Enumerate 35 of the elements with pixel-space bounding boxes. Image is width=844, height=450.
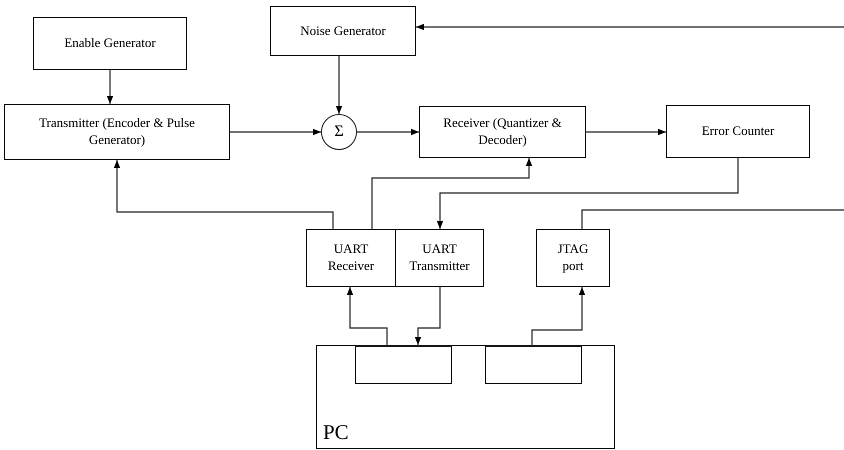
computer-box (316, 345, 615, 449)
arrow (106, 70, 114, 104)
arrow (416, 24, 844, 30)
block-box (666, 105, 810, 158)
block-label: Receiver (Quantizer & Decoder) (442, 115, 563, 149)
block-label: Transmitter (Encoder & Pulse Generator) (38, 115, 196, 149)
block-label: UART Transmitter (408, 241, 471, 275)
block-box (270, 6, 416, 56)
block-box (536, 229, 610, 287)
block-label: Enable Generator (64, 35, 156, 52)
line (581, 209, 844, 229)
block-label: JTAG port (556, 241, 590, 275)
block-label: Noise Generator (300, 22, 386, 40)
block-label: Error Counter (702, 123, 774, 140)
arrow (346, 287, 388, 345)
arrow (336, 56, 342, 114)
arrow (371, 158, 532, 229)
sigma-symbol: Σ (334, 122, 344, 142)
block-box (4, 104, 230, 160)
summing-junction-circle (321, 114, 357, 150)
arrow (114, 160, 334, 229)
block-box (33, 17, 187, 70)
arrow (531, 287, 586, 345)
arrow (586, 128, 666, 136)
arrow (230, 128, 321, 136)
block-box (306, 229, 396, 287)
arrow (436, 158, 739, 229)
box-shape (355, 346, 452, 384)
box-shape (485, 346, 582, 384)
block-box (395, 229, 484, 287)
block-box (419, 106, 586, 158)
block-label: PC (323, 418, 349, 446)
arrow (357, 128, 419, 136)
block-label: UART Receiver (326, 241, 376, 275)
arrow (414, 287, 441, 345)
